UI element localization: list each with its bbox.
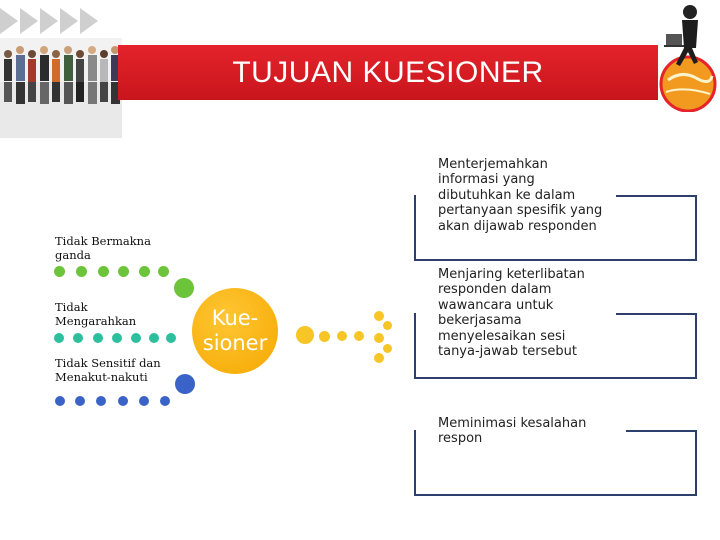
box-3-top-border [626, 430, 697, 432]
dot-blue [75, 396, 85, 406]
box-1-text: Menterjemahkan informasi yang dibutuhkan… [438, 157, 616, 235]
chevron-icon [20, 8, 38, 34]
people-crowd-image [0, 38, 122, 138]
dot-teal [149, 333, 159, 343]
dot-green [54, 266, 65, 277]
title-banner [118, 45, 658, 100]
chevron-icon [60, 8, 78, 34]
dot-yellow [296, 326, 314, 344]
chevron-icon [40, 8, 58, 34]
dot-yellow [383, 321, 392, 330]
dot-teal [93, 333, 103, 343]
dot-blue [175, 374, 195, 394]
dot-blue [118, 396, 128, 406]
box-1 [414, 195, 697, 261]
woman-laptop-globe-image [659, 5, 717, 112]
dot-green [76, 266, 87, 277]
dot-teal [131, 333, 141, 343]
box-1-top-border [616, 195, 697, 197]
box-2-top-border [616, 313, 697, 315]
dot-green [118, 266, 129, 277]
box-2-text: Menjaring keterlibatan responden dalam w… [438, 267, 616, 360]
dot-teal [54, 333, 64, 343]
dot-yellow [374, 353, 384, 363]
box-3 [414, 430, 697, 496]
dot-green [174, 278, 194, 298]
dot-yellow [374, 311, 384, 321]
dot-blue [160, 396, 170, 406]
dot-green [158, 266, 169, 277]
left-label-2: Tidak Mengarahkan [55, 300, 137, 328]
left-label-3: Tidak Sensitif dan Menakut-nakuti [55, 356, 161, 384]
slide-title: TUJUAN KUESIONER [232, 56, 544, 89]
dot-blue [96, 396, 106, 406]
chevron-arrows [0, 8, 98, 34]
dot-yellow [337, 331, 347, 341]
chevron-icon [0, 8, 18, 34]
center-circle: Kue- sioner [192, 288, 278, 374]
box-3-text: Meminimasi kesalahan respon [438, 416, 624, 447]
dot-green [139, 266, 150, 277]
dot-teal [73, 333, 83, 343]
dot-green [98, 266, 109, 277]
left-label-1: Tidak Bermakna ganda [55, 234, 151, 262]
dot-yellow [319, 331, 330, 342]
dot-teal [112, 333, 122, 343]
dot-teal [166, 333, 176, 343]
center-label: Kue- sioner [202, 306, 268, 355]
dot-blue [139, 396, 149, 406]
dot-yellow [383, 344, 392, 353]
chevron-icon [80, 8, 98, 34]
dot-yellow [374, 333, 384, 343]
dot-yellow [354, 331, 364, 341]
dot-blue [55, 396, 65, 406]
box-2 [414, 313, 697, 379]
